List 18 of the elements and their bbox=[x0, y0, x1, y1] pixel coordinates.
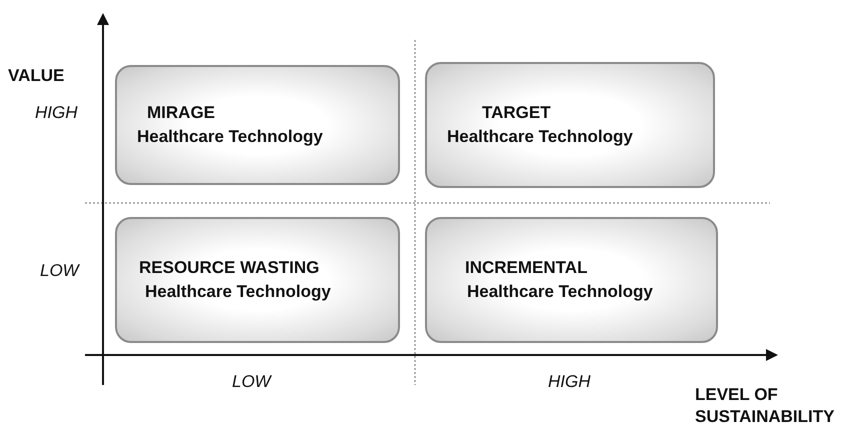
quadrant-box bbox=[115, 65, 400, 185]
x-axis-title: LEVEL OF SUSTAINABILITY bbox=[695, 384, 836, 428]
quadrant-box bbox=[425, 217, 718, 343]
quadrant-subtitle: Healthcare Technology bbox=[466, 282, 654, 302]
quadrant-box bbox=[425, 62, 715, 188]
quadrant-title: MIRAGE bbox=[146, 103, 216, 123]
quadrant-subtitle: Healthcare Technology bbox=[446, 127, 634, 147]
y-tick-label: HIGH bbox=[35, 103, 78, 123]
quadrant-subtitle: Healthcare Technology bbox=[136, 127, 324, 147]
quadrant-title: INCREMENTAL bbox=[464, 258, 588, 278]
y-tick-label: LOW bbox=[40, 261, 79, 281]
quadrant-title: RESOURCE WASTING bbox=[138, 258, 320, 278]
y-axis-title: VALUE bbox=[8, 66, 64, 86]
quadrant-title: TARGET bbox=[481, 103, 552, 123]
x-tick-label: LOW bbox=[232, 372, 271, 392]
quadrant-subtitle: Healthcare Technology bbox=[144, 282, 332, 302]
quadrant-box bbox=[115, 217, 400, 343]
x-tick-label: HIGH bbox=[548, 372, 590, 392]
